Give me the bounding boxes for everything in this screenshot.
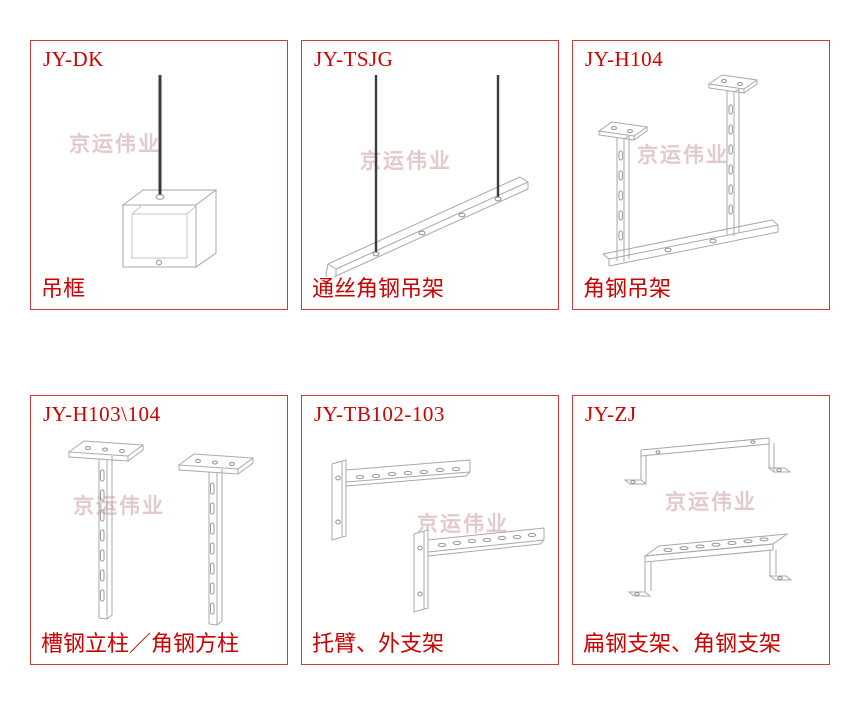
- product-drawing-area: 京运伟业: [31, 428, 287, 632]
- panel-jy-zj: JY-ZJ 京运伟业: [572, 395, 830, 665]
- product-code: JY-DK: [43, 47, 104, 71]
- product-code: JY-TB102-103: [314, 402, 445, 426]
- product-name: 角钢吊架: [583, 276, 672, 301]
- product-name: 槽钢立柱／角钢方柱: [41, 631, 240, 656]
- product-code: JY-ZJ: [585, 402, 637, 426]
- product-drawing-area: 京运伟业: [302, 73, 558, 277]
- product-drawing-area: 京运伟业: [31, 73, 287, 277]
- product-code: JY-H104: [585, 47, 664, 71]
- product-drawing-area: 京运伟业: [302, 428, 558, 632]
- product-drawing-area: 京运伟业: [573, 73, 829, 277]
- flat-and-angle-brackets-drawing: [623, 437, 793, 597]
- panel-jy-h103-104: JY-H103\104 京运伟业: [30, 395, 288, 665]
- angle-steel-hanger-drawing: [597, 74, 779, 267]
- panel-jy-h104: JY-H104 京运伟业: [572, 40, 830, 310]
- threaded-rod-angle-hanger-drawing: [325, 75, 529, 277]
- product-grid: JY-DK 京运伟业 吊框: [30, 40, 830, 665]
- product-name: 扁钢支架、角钢支架: [583, 631, 782, 656]
- product-name: 吊框: [41, 276, 86, 301]
- hanging-frame-drawing: [121, 75, 218, 268]
- product-code: JY-H103\104: [43, 402, 161, 426]
- product-drawing-area: 京运伟业: [573, 428, 829, 632]
- panel-jy-dk: JY-DK 京运伟业 吊框: [30, 40, 288, 310]
- product-code: JY-TSJG: [314, 47, 394, 71]
- product-name: 托臂、外支架: [312, 631, 445, 656]
- panel-jy-tsjg: JY-TSJG 京运伟业: [301, 40, 559, 310]
- panel-jy-tb102-103: JY-TB102-103 京运伟业: [301, 395, 559, 665]
- channel-angle-columns-drawing: [67, 440, 255, 626]
- cantilever-arm-brackets-drawing: [331, 459, 545, 613]
- product-name: 通丝角钢吊架: [312, 276, 445, 301]
